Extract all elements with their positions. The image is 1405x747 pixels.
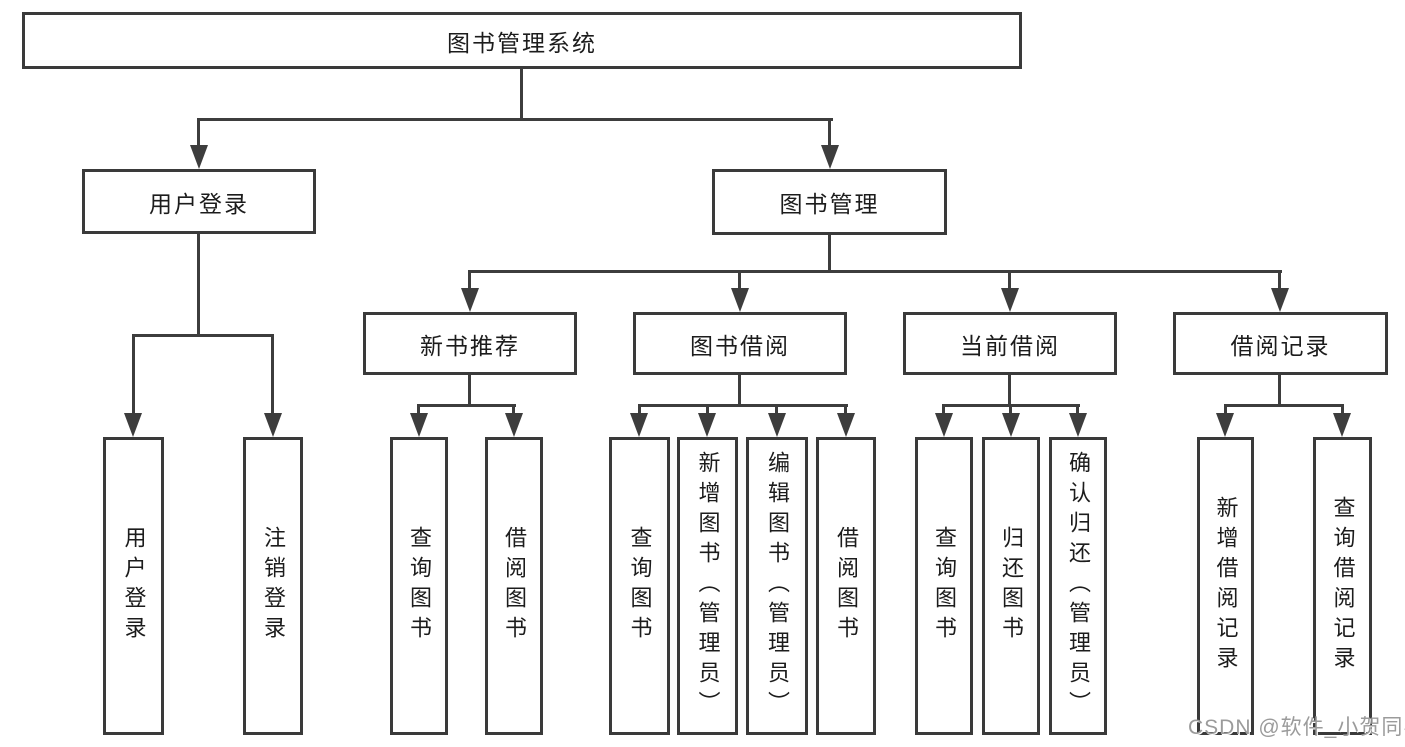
connector-line	[197, 118, 833, 121]
connector-line	[1341, 404, 1344, 415]
leaf-query-books-current: 查询图书	[915, 437, 973, 735]
leaf-label: 借阅图书	[834, 526, 859, 646]
leaf-label: 借阅图书	[502, 526, 527, 646]
connector-line	[271, 334, 274, 416]
arrow-down-icon	[461, 288, 479, 312]
node-user-login: 用户登录	[82, 169, 316, 234]
connector-line	[468, 270, 471, 291]
leaf-label: 查询图书	[407, 526, 432, 646]
leaf-confirm-return-admin: 确认归还（管理员）	[1049, 437, 1107, 735]
leaf-label: 编辑图书（管理员）	[765, 451, 790, 721]
connector-line	[197, 234, 200, 337]
leaf-add-borrow-record: 新增借阅记录	[1197, 437, 1254, 735]
connector-line	[1278, 270, 1281, 291]
connector-line	[1009, 404, 1012, 415]
leaf-borrow-books-recommend: 借阅图书	[485, 437, 543, 735]
leaf-return-books: 归还图书	[982, 437, 1040, 735]
leaf-query-books-recommend: 查询图书	[390, 437, 448, 735]
node-borrow-records: 借阅记录	[1173, 312, 1388, 375]
arrow-down-icon	[1216, 413, 1234, 437]
arrow-down-icon	[768, 413, 786, 437]
arrow-down-icon	[821, 145, 839, 169]
connector-line	[828, 235, 831, 273]
leaf-label: 查询借阅记录	[1330, 496, 1356, 676]
node-label: 新书推荐	[420, 332, 520, 359]
leaf-label: 确认归还（管理员）	[1066, 451, 1091, 721]
connector-line	[638, 404, 848, 407]
node-new-book-recommend: 新书推荐	[363, 312, 577, 375]
connector-line	[638, 404, 641, 415]
connector-line	[738, 375, 741, 407]
arrow-down-icon	[1333, 413, 1351, 437]
connector-line	[1008, 270, 1011, 291]
connector-line	[1224, 404, 1227, 415]
leaf-logout: 注销登录	[243, 437, 303, 735]
arrow-down-icon	[124, 413, 142, 437]
leaf-borrow-books: 借阅图书	[816, 437, 876, 735]
arrow-down-icon	[190, 145, 208, 169]
arrow-down-icon	[410, 413, 428, 437]
connector-line	[1008, 375, 1011, 407]
leaf-add-books-admin: 新增图书（管理员）	[677, 437, 738, 735]
leaf-label: 新增借阅记录	[1213, 496, 1239, 676]
node-label: 图书借阅	[690, 332, 790, 359]
connector-line	[775, 404, 778, 415]
arrow-down-icon	[1271, 288, 1289, 312]
arrow-down-icon	[731, 288, 749, 312]
connector-line	[468, 270, 1282, 273]
node-label: 图书管理	[779, 191, 880, 217]
connector-line	[132, 334, 274, 337]
leaf-label: 注销登录	[261, 526, 286, 646]
node-label: 用户登录	[149, 190, 249, 217]
connector-line	[738, 270, 741, 291]
csdn-watermark: CSDN @软件_小贺同学	[1188, 716, 1405, 739]
arrow-down-icon	[698, 413, 716, 437]
leaf-label: 用户登录	[121, 526, 147, 646]
connector-line	[1278, 375, 1281, 407]
leaf-label: 归还图书	[999, 526, 1024, 646]
arrow-down-icon	[1001, 288, 1019, 312]
arrow-down-icon	[264, 413, 282, 437]
connector-line	[1076, 404, 1079, 415]
connector-line	[942, 404, 945, 415]
connector-line	[828, 118, 831, 148]
node-root: 图书管理系统	[22, 12, 1022, 69]
leaf-user-login: 用户登录	[103, 437, 164, 735]
node-current-borrow: 当前借阅	[903, 312, 1117, 375]
arrow-down-icon	[630, 413, 648, 437]
node-book-borrow: 图书借阅	[633, 312, 847, 375]
connector-line	[844, 404, 847, 415]
connector-line	[132, 334, 135, 416]
node-book-management: 图书管理	[712, 169, 947, 235]
leaf-query-borrow-record: 查询借阅记录	[1313, 437, 1372, 735]
leaf-label: 新增图书（管理员）	[695, 451, 721, 721]
connector-line	[197, 118, 200, 148]
connector-line	[1224, 404, 1344, 407]
arrow-down-icon	[1069, 413, 1087, 437]
node-label: 当前借阅	[960, 332, 1060, 359]
leaf-query-books: 查询图书	[609, 437, 670, 735]
leaf-label: 查询图书	[932, 526, 957, 646]
connector-line	[520, 68, 523, 120]
connector-line	[706, 404, 709, 415]
connector-line	[512, 404, 515, 415]
leaf-label: 查询图书	[627, 526, 653, 646]
arrow-down-icon	[837, 413, 855, 437]
connector-line	[417, 404, 420, 415]
node-label: 借阅记录	[1230, 332, 1331, 359]
node-label: 图书管理系统	[447, 29, 597, 56]
leaf-edit-books-admin: 编辑图书（管理员）	[746, 437, 808, 735]
arrow-down-icon	[935, 413, 953, 437]
connector-line	[468, 375, 471, 407]
connector-line	[417, 404, 516, 407]
arrow-down-icon	[1002, 413, 1020, 437]
arrow-down-icon	[505, 413, 523, 437]
